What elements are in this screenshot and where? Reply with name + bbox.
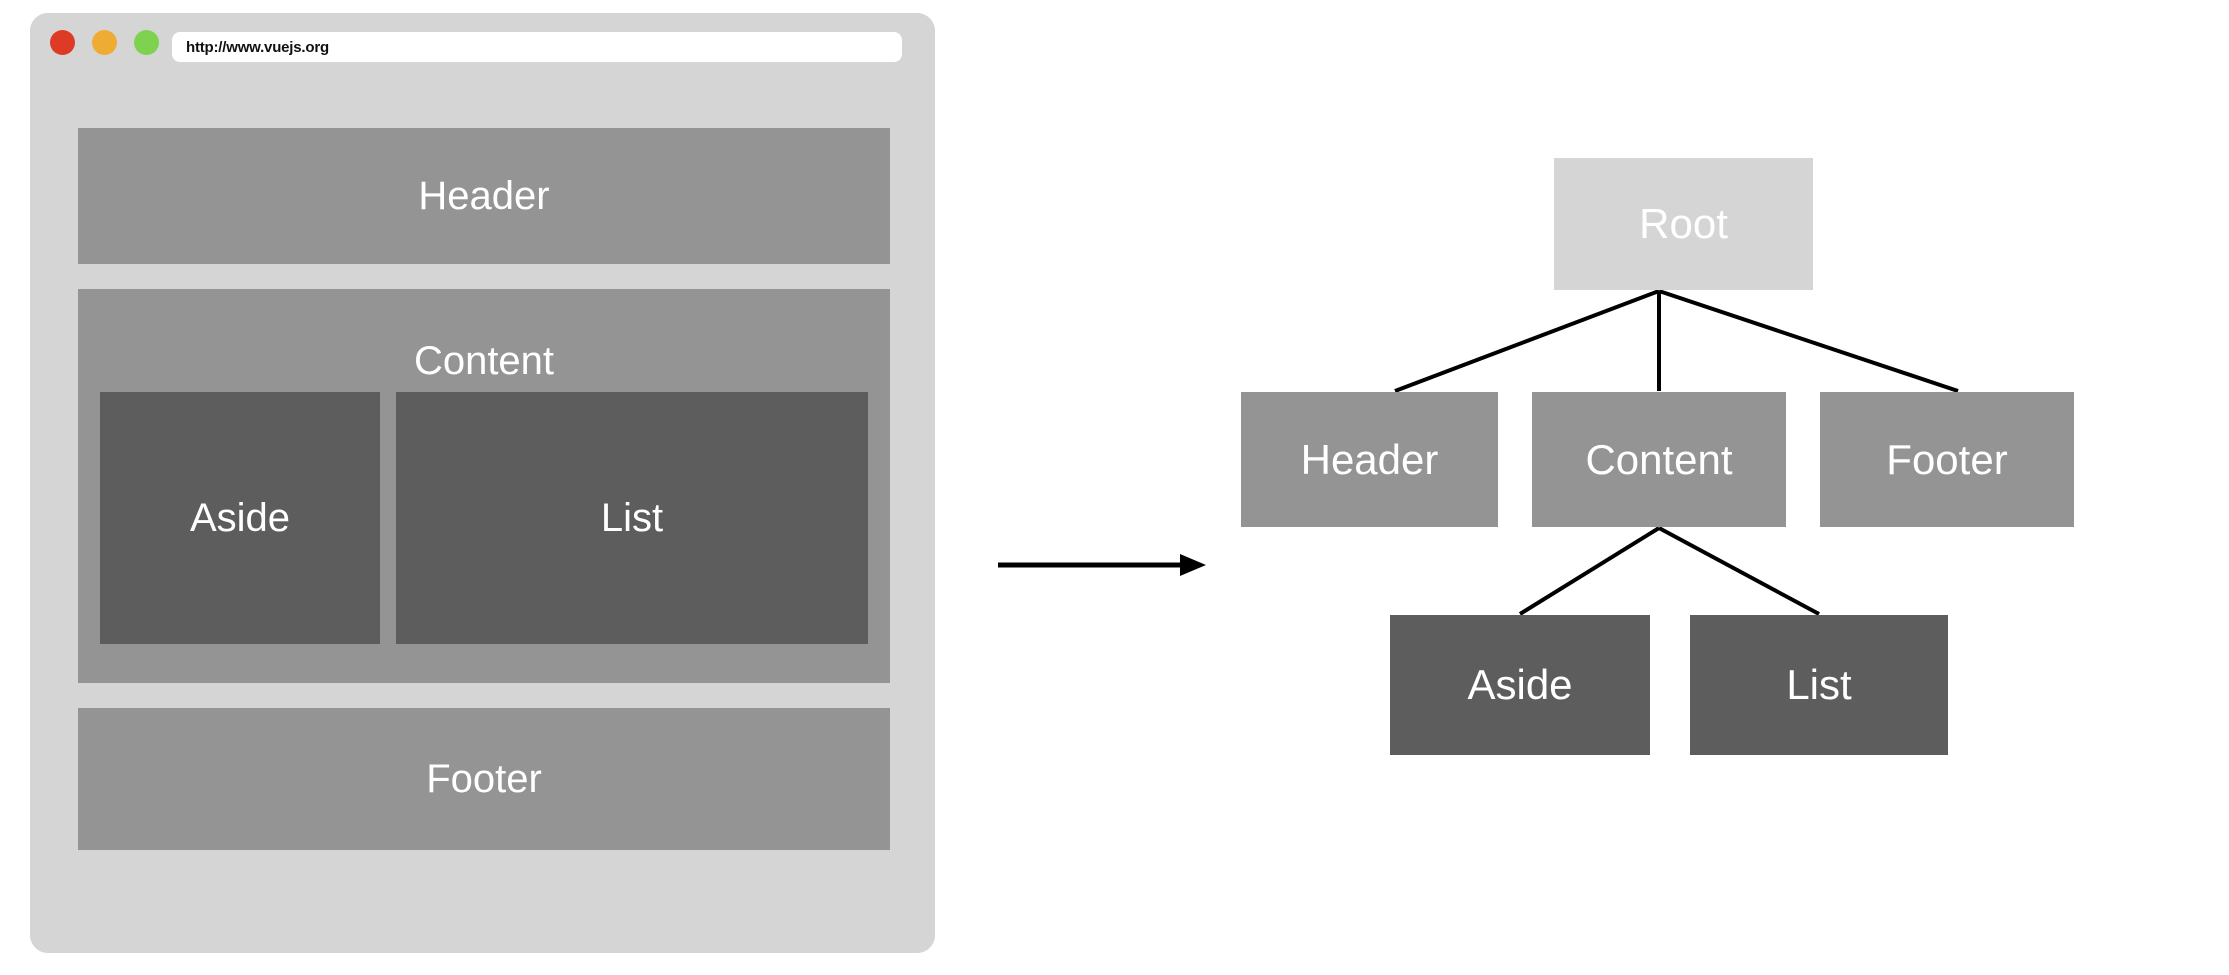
edge-root-footer (1658, 289, 1959, 393)
mockup-footer-label: Footer (426, 756, 542, 801)
window-controls (50, 30, 159, 55)
edge-content-aside (1518, 526, 1661, 616)
close-window-button[interactable] (50, 30, 75, 55)
edge-root-header (1394, 289, 1660, 393)
tree-node-aside: Aside (1390, 615, 1650, 755)
minimize-window-button[interactable] (92, 30, 117, 55)
component-tree-diagram: Root Header Content Footer Aside List (1180, 130, 2220, 810)
edge-content-list (1658, 526, 1820, 616)
mockup-header-label: Header (418, 173, 550, 218)
tree-node-root: Root (1554, 158, 1813, 290)
tree-node-footer: Footer (1820, 392, 2074, 527)
mockup-header-block: Header (78, 128, 890, 264)
mockup-aside-block: Aside (100, 392, 380, 644)
mockup-aside-label: Aside (189, 495, 291, 540)
mockup-content-label: Content (413, 339, 555, 383)
right-arrow-icon (998, 554, 1206, 576)
tree-node-aside-label: Aside (1467, 661, 1573, 708)
mockup-footer-block: Footer (78, 708, 890, 850)
mockup-list-block: List (396, 392, 868, 644)
address-bar[interactable]: http://www.vuejs.org (172, 32, 902, 62)
tree-node-header: Header (1241, 392, 1498, 527)
tree-node-list: List (1690, 615, 1948, 755)
tree-node-list-label: List (1786, 661, 1852, 708)
tree-edges (1394, 289, 1959, 616)
url-input[interactable]: http://www.vuejs.org (186, 38, 329, 56)
mockup-list-label: List (600, 495, 664, 540)
browser-titlebar: http://www.vuejs.org (30, 13, 935, 71)
browser-viewport: Header Content Aside List Footer (30, 75, 935, 953)
tree-node-root-label: Root (1639, 200, 1728, 247)
tree-node-footer-label: Footer (1886, 435, 2008, 483)
tree-node-content-label: Content (1585, 435, 1733, 483)
zoom-window-button[interactable] (134, 30, 159, 55)
tree-node-header-label: Header (1300, 435, 1439, 483)
tree-node-content: Content (1532, 392, 1786, 527)
browser-window-mockup: http://www.vuejs.org Header Content Asid… (30, 13, 935, 953)
